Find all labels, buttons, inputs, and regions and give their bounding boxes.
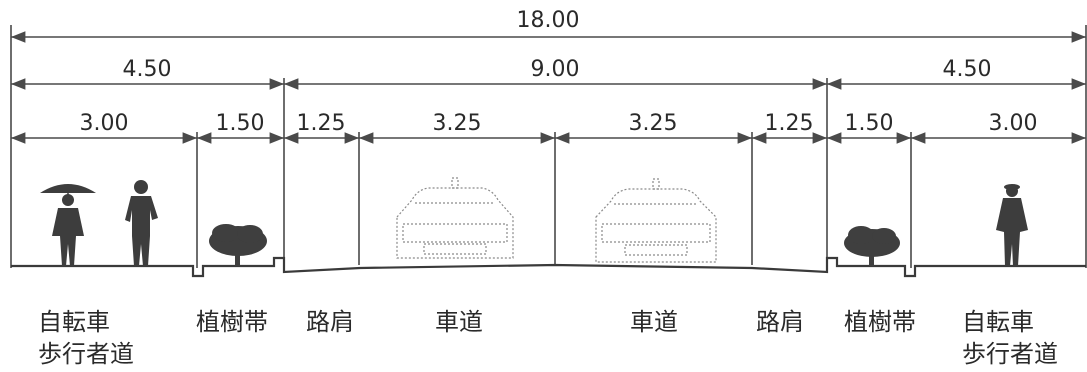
- label-left-sidewalk-line2: 歩行者道: [38, 340, 134, 368]
- tree-icon-right: [844, 226, 900, 266]
- label-right-roadway: 車道: [630, 308, 678, 336]
- pedestrian-icon-right: [996, 184, 1028, 266]
- segment-dimension-label-6: 1.50: [845, 111, 894, 136]
- label-right-planting: 植樹帯: [844, 308, 916, 336]
- pedestrian-umbrella-icon: [40, 184, 96, 266]
- total-dimension-label: 18.00: [517, 8, 580, 33]
- label-right-sidewalk-line2: 歩行者道: [962, 340, 1058, 368]
- segment-dimension-label-7: 3.00: [989, 111, 1038, 136]
- group-dimension-label-center: 9.00: [531, 57, 580, 82]
- label-right-sidewalk-line1: 自転車: [962, 308, 1034, 336]
- pedestrian-icon: [125, 180, 158, 266]
- label-left-roadway: 車道: [435, 308, 483, 336]
- segment-dimension-label-1: 1.50: [216, 111, 265, 136]
- label-left-sidewalk-line1: 自転車: [38, 308, 110, 336]
- car-icon-left: [396, 177, 514, 259]
- car-icon-right: [595, 178, 717, 263]
- label-left-planting: 植樹帯: [196, 308, 268, 336]
- segment-dimension-label-5: 1.25: [765, 111, 814, 136]
- label-left-shoulder: 路肩: [306, 308, 354, 336]
- group-dimension-label-right: 4.50: [943, 57, 992, 82]
- label-right-shoulder: 路肩: [756, 308, 804, 336]
- group-dimension-label-left: 4.50: [123, 57, 172, 82]
- segment-dimension-label-2: 1.25: [297, 111, 346, 136]
- tree-icon-left: [209, 224, 267, 266]
- segment-dimension-label-3: 3.25: [433, 111, 482, 136]
- ground-profile: [11, 256, 1086, 278]
- segment-dimension-label-4: 3.25: [629, 111, 678, 136]
- segment-dimension-label-0: 3.00: [80, 111, 129, 136]
